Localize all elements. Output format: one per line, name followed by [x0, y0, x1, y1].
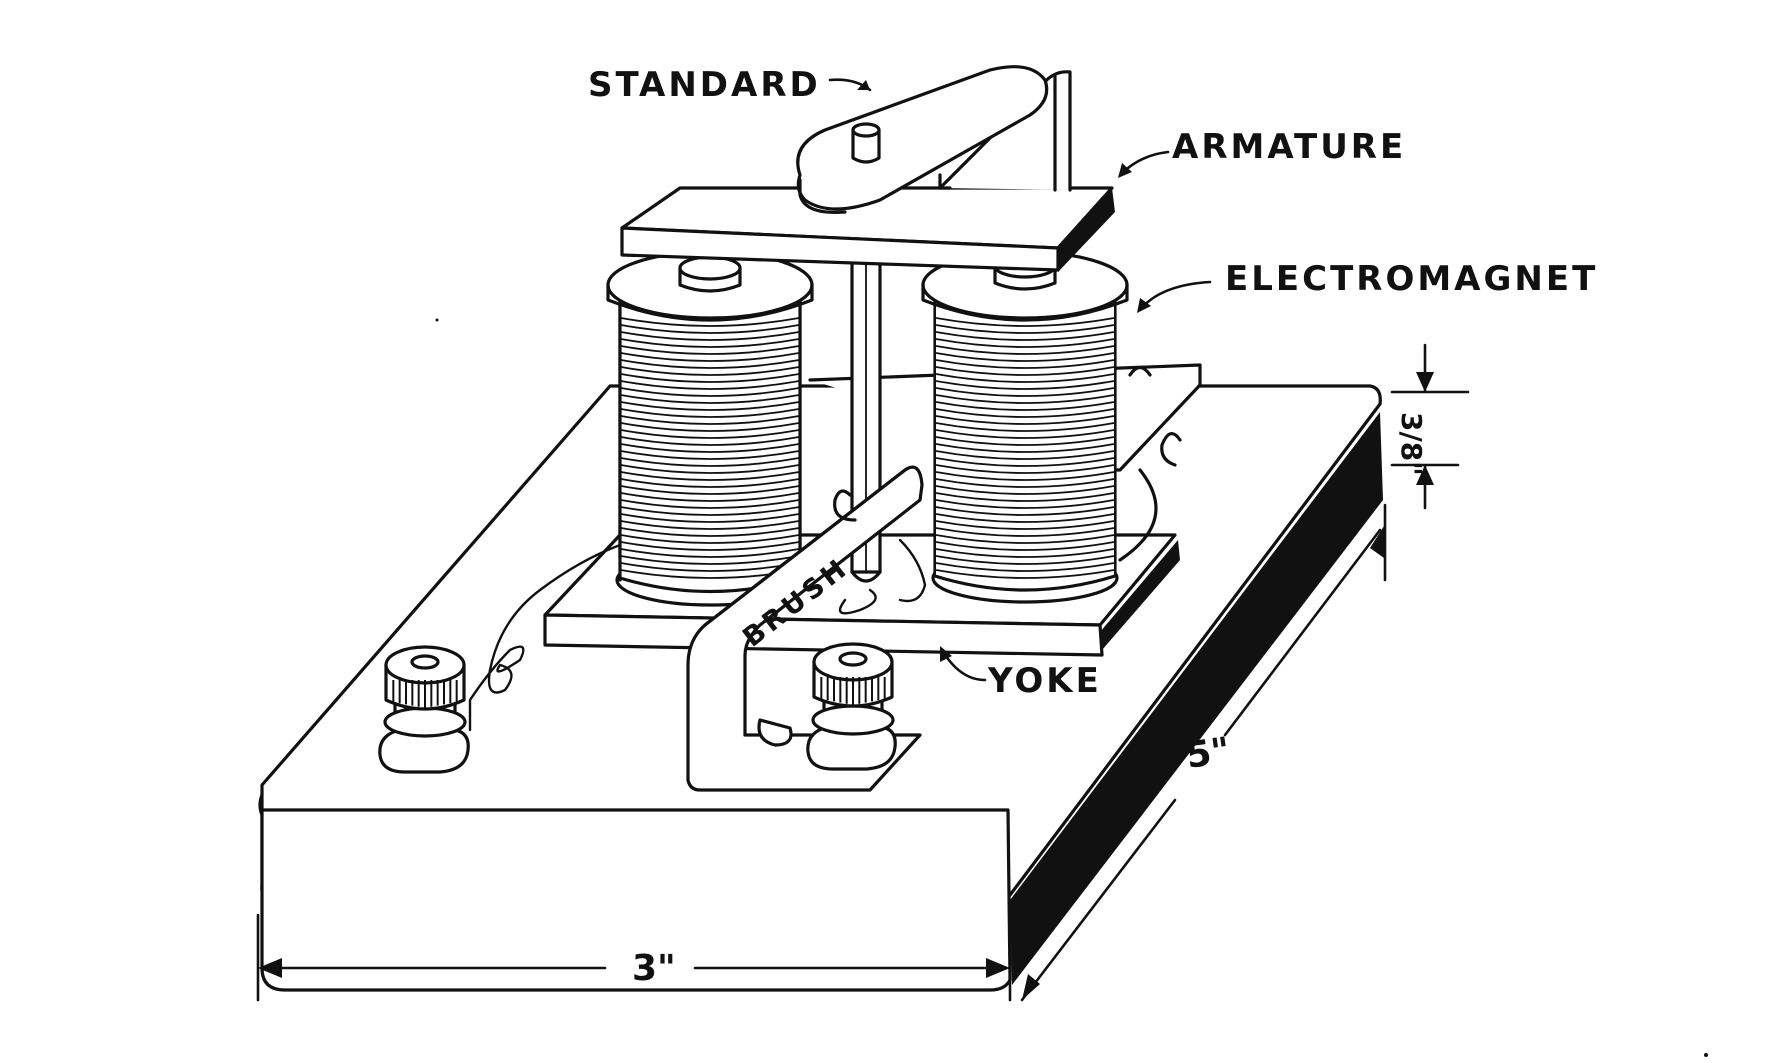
- electromagnet-label: ELECTROMAGNET: [1225, 259, 1598, 299]
- callouts: [828, 78, 1212, 682]
- base-board-front: [260, 808, 1012, 992]
- standard-arm: [796, 65, 1049, 211]
- dimension-lines: [256, 343, 1470, 1002]
- brush-strip: [686, 465, 924, 782]
- yoke-label: YOKE: [987, 661, 1102, 701]
- length-dimension: 5": [1184, 730, 1233, 777]
- wire-left: [468, 543, 622, 732]
- armature-label: ARMATURE: [1172, 127, 1406, 167]
- yoke-front: [543, 613, 1104, 657]
- binding-post-right: [806, 642, 897, 771]
- armature-front: [620, 226, 1060, 272]
- width-dimension: 3": [632, 948, 676, 989]
- armature: [620, 186, 1115, 272]
- thickness-dimension: 3/8": [1395, 412, 1428, 476]
- standard-label: STANDARD: [588, 65, 821, 105]
- base-board-right-side: [1010, 412, 1383, 985]
- electromagnet-coil-right: [921, 250, 1129, 604]
- standard-bracket: [796, 65, 1072, 214]
- electromagnet-coil-left: [606, 250, 814, 607]
- binding-post-left: [378, 645, 470, 774]
